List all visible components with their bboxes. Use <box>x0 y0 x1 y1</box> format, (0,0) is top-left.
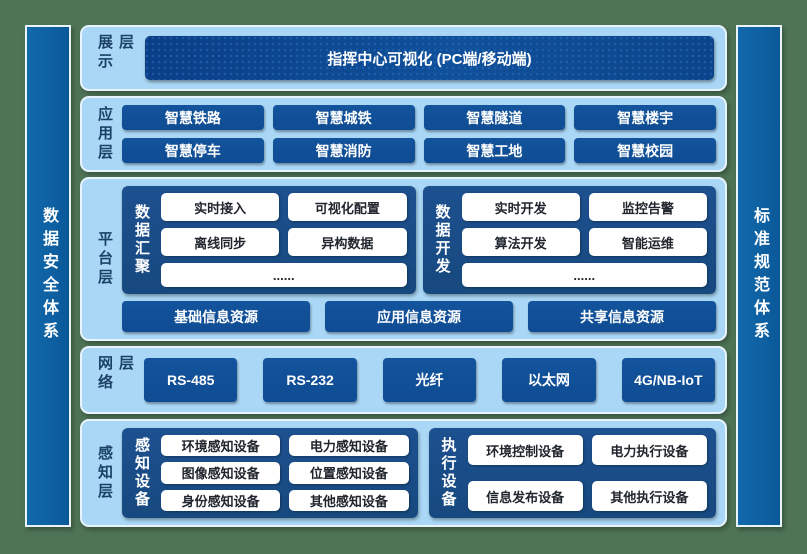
sensing-devices-grid: 环境感知设备 电力感知设备 图像感知设备 位置感知设备 身份感知设备 其他感知设… <box>161 435 409 511</box>
layer-display: 展示层 指挥中心可视化 (PC端/移动端) <box>80 25 727 91</box>
standards-pillar-label: 标准规范体系 <box>751 207 768 345</box>
sense-item-environment: 环境感知设备 <box>161 435 281 457</box>
dev-item-algorithm-dev: 算法开发 <box>461 228 580 256</box>
group-data-development-title: 数据开发 <box>433 204 451 276</box>
application-grid: 智慧铁路 智慧城铁 智慧隧道 智慧楼宇 智慧停车 智慧消防 智慧工地 智慧校园 <box>122 105 716 163</box>
app-item-smart-firefighting: 智慧消防 <box>272 138 415 163</box>
group-data-aggregation-title: 数据汇聚 <box>133 204 150 276</box>
app-item-smart-parking: 智慧停车 <box>122 138 264 163</box>
information-resources-row: 基础信息资源 应用信息资源 共享信息资源 <box>122 301 716 332</box>
network-item-ethernet: 以太网 <box>502 358 596 402</box>
app-item-smart-campus: 智慧校园 <box>574 138 716 163</box>
dev-item-ellipsis: ...... <box>461 263 707 287</box>
layer-perception-label: 感知层 <box>96 444 113 502</box>
exec-item-other-execution: 其他执行设备 <box>591 481 707 511</box>
agg-item-offline-sync: 离线同步 <box>161 228 280 256</box>
app-item-smart-tunnel: 智慧隧道 <box>423 105 566 130</box>
agg-item-realtime-access: 实时接入 <box>161 193 280 221</box>
exec-item-power-execution: 电力执行设备 <box>591 435 707 465</box>
network-item-rs232: RS-232 <box>263 358 357 402</box>
platform-content: 数据汇聚 实时接入 可视化配置 离线同步 异构数据 ...... 数据开发 实时… <box>122 186 716 332</box>
standards-pillar: 标准规范体系 <box>736 25 782 527</box>
agg-item-visual-config: 可视化配置 <box>288 193 407 221</box>
dev-item-intelligent-ops: 智能运维 <box>588 228 707 256</box>
layer-stack: 展示层 指挥中心可视化 (PC端/移动端) 应用层 智慧铁路 智慧城铁 智慧隧道… <box>80 25 727 527</box>
sense-item-other: 其他感知设备 <box>289 489 409 511</box>
app-item-smart-worksite: 智慧工地 <box>423 138 566 163</box>
app-item-smart-metro: 智慧城铁 <box>272 105 415 130</box>
exec-item-environment-control: 环境控制设备 <box>467 435 583 465</box>
dev-item-monitor-alert: 监控告警 <box>588 193 707 221</box>
group-sensing-devices: 感知设备 环境感知设备 电力感知设备 图像感知设备 位置感知设备 身份感知设备 … <box>122 428 418 518</box>
group-data-development: 数据开发 实时开发 监控告警 算法开发 智能运维 ...... <box>422 186 716 294</box>
layer-network-label: 网络层 <box>96 355 134 393</box>
group-execution-devices: 执行设备 环境控制设备 电力执行设备 信息发布设备 其他执行设备 <box>428 428 716 518</box>
layer-application-label: 应用层 <box>96 105 113 163</box>
layer-network: 网络层 RS-485 RS-232 光纤 以太网 4G/NB-IoT <box>80 346 727 414</box>
network-grid: RS-485 RS-232 光纤 以太网 4G/NB-IoT <box>143 355 716 405</box>
data-development-grid: 实时开发 监控告警 算法开发 智能运维 ...... <box>461 193 707 287</box>
group-execution-devices-title: 执行设备 <box>439 437 457 509</box>
layer-application: 应用层 智慧铁路 智慧城铁 智慧隧道 智慧楼宇 智慧停车 智慧消防 智慧工地 智… <box>80 96 727 172</box>
network-item-rs485: RS-485 <box>144 358 238 402</box>
sense-item-image: 图像感知设备 <box>161 462 281 484</box>
resource-shared-info: 共享信息资源 <box>528 301 716 332</box>
data-security-pillar-label: 数据安全体系 <box>40 207 57 345</box>
layer-platform: 平台层 数据汇聚 实时接入 可视化配置 离线同步 异构数据 ...... <box>80 177 727 341</box>
layer-perception: 感知层 感知设备 环境感知设备 电力感知设备 图像感知设备 位置感知设备 身份感… <box>80 419 727 527</box>
app-item-smart-building: 智慧楼宇 <box>574 105 716 130</box>
layer-display-label: 展示层 <box>96 34 134 72</box>
exec-item-info-publishing: 信息发布设备 <box>467 481 583 511</box>
network-item-4g-nb-iot: 4G/NB-IoT <box>621 358 716 402</box>
perception-content: 感知设备 环境感知设备 电力感知设备 图像感知设备 位置感知设备 身份感知设备 … <box>122 428 716 518</box>
layer-platform-label: 平台层 <box>96 230 113 288</box>
network-item-fiber: 光纤 <box>382 358 477 402</box>
resource-basic-info: 基础信息资源 <box>122 301 310 332</box>
data-security-pillar: 数据安全体系 <box>25 25 71 527</box>
sense-item-location: 位置感知设备 <box>289 462 409 484</box>
dev-item-realtime-dev: 实时开发 <box>461 193 580 221</box>
agg-item-ellipsis: ...... <box>161 263 407 287</box>
agg-item-heterogeneous-data: 异构数据 <box>288 228 407 256</box>
command-center-visualization-label: 指挥中心可视化 (PC端/移动端) <box>327 50 532 68</box>
sense-item-identity: 身份感知设备 <box>161 489 281 511</box>
app-item-smart-railway: 智慧铁路 <box>122 105 264 130</box>
group-sensing-devices-title: 感知设备 <box>133 437 150 509</box>
group-data-aggregation: 数据汇聚 实时接入 可视化配置 离线同步 异构数据 ...... <box>122 186 416 294</box>
platform-groups: 数据汇聚 实时接入 可视化配置 离线同步 异构数据 ...... 数据开发 实时… <box>122 186 716 294</box>
execution-devices-grid: 环境控制设备 电力执行设备 信息发布设备 其他执行设备 <box>467 435 707 511</box>
data-aggregation-grid: 实时接入 可视化配置 离线同步 异构数据 ...... <box>161 193 407 287</box>
resource-application-info: 应用信息资源 <box>325 301 513 332</box>
command-center-visualization-box: 指挥中心可视化 (PC端/移动端) <box>145 36 714 80</box>
sense-item-power: 电力感知设备 <box>289 435 409 457</box>
